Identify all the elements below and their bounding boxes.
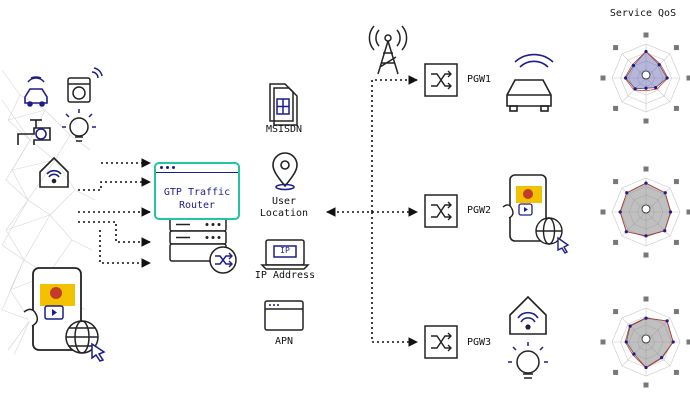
laptop-icon	[260, 239, 310, 270]
radar-point	[624, 76, 628, 80]
radar-point	[631, 63, 636, 68]
radar-axis-icon	[600, 209, 606, 215]
home-wifi-icon	[39, 156, 69, 188]
branch-arrows	[371, 75, 418, 347]
radar-point	[624, 340, 628, 344]
radar-point	[624, 230, 628, 234]
radar-axis-icon	[686, 209, 690, 215]
smartphone-video-icon	[502, 174, 547, 242]
ip-address-label: IP Address	[254, 270, 316, 281]
apn-label: APN	[274, 336, 294, 347]
radar-axis-icon	[643, 382, 649, 388]
radar-point	[618, 210, 622, 214]
radar-axis-icon	[613, 45, 619, 51]
radar-axis-icon	[600, 339, 606, 345]
shuffle-badge-icon	[209, 246, 237, 274]
radar-point	[644, 181, 648, 185]
pgw1-label: PGW1	[466, 74, 492, 85]
radar-point	[644, 49, 648, 54]
radar-axis-icon	[613, 105, 619, 111]
radar-axis-icon	[643, 166, 649, 172]
home-wifi-icon	[509, 295, 547, 335]
radar-point	[644, 234, 648, 238]
radar-chart-icon	[600, 166, 690, 258]
radar-point	[625, 191, 629, 195]
location-pin-icon	[272, 152, 298, 191]
radar-point	[632, 352, 636, 356]
radar-center-globe-icon	[641, 204, 651, 214]
radar-point	[644, 86, 648, 90]
sim-card-icon	[269, 83, 298, 126]
lightbulb-icon	[62, 109, 96, 142]
router-window-bar	[156, 164, 238, 173]
radar-point	[657, 63, 661, 67]
radar-axis-icon	[673, 105, 679, 111]
lightbulb-icon	[508, 342, 548, 379]
radar-axis-icon	[613, 239, 619, 245]
radar-point	[663, 191, 667, 195]
radar-axis-icon	[686, 75, 690, 81]
radar-point	[665, 319, 669, 323]
switch-icon	[424, 194, 458, 228]
radar-point	[668, 210, 673, 214]
radar-axis-icon	[673, 369, 679, 375]
radar-axis-icon	[643, 252, 649, 258]
inbound-arrows	[78, 158, 151, 268]
router-label: GTP Traffic Router	[163, 187, 231, 211]
user-location-label: User Location	[259, 196, 309, 219]
radar-axis-icon	[686, 339, 690, 345]
switch-icon	[424, 325, 458, 359]
msisdn-label: MSISDN	[265, 124, 303, 135]
service-qos-title: Service QoS	[609, 8, 677, 19]
radar-axis-icon	[600, 75, 606, 81]
radar-chart-icon	[600, 32, 690, 124]
radar-point	[644, 316, 648, 320]
radar-axis	[645, 77, 671, 103]
radar-axis-icon	[613, 179, 619, 185]
radar-axis-icon	[643, 296, 649, 302]
pgw2-label: PGW2	[466, 205, 492, 216]
washing-machine-icon	[67, 67, 103, 103]
radar-area	[625, 317, 674, 369]
faucet-icon	[17, 119, 51, 145]
car-wifi-icon	[24, 76, 48, 107]
gtp-traffic-router[interactable]: GTP Traffic Router	[154, 162, 240, 220]
radar-center-globe-icon	[641, 334, 651, 344]
radar-point	[633, 87, 637, 91]
browser-window-icon	[264, 300, 304, 331]
radar-point	[628, 324, 632, 328]
radar-axis-icon	[643, 32, 649, 38]
radar-area	[625, 50, 668, 90]
globe-icon	[65, 320, 106, 362]
radar-axis-icon	[673, 309, 679, 315]
radar-axis-icon	[643, 118, 649, 124]
radar-center-globe-icon	[641, 70, 651, 80]
cell-tower-icon	[368, 25, 408, 75]
pgw3-label: PGW3	[466, 337, 492, 348]
radar-axis-icon	[673, 45, 679, 51]
radar-threshold	[624, 50, 669, 92]
radar-point	[663, 229, 667, 233]
radar-point	[644, 365, 648, 370]
globe-icon	[535, 217, 570, 254]
radar-axis-icon	[673, 239, 679, 245]
radar-axis-icon	[673, 179, 679, 185]
radar-point	[660, 356, 664, 360]
radar-axis-icon	[613, 369, 619, 375]
ip-chip-label: IP	[280, 246, 290, 255]
radar-point	[654, 86, 658, 90]
switch-icon	[424, 63, 458, 97]
radar-axis-icon	[613, 309, 619, 315]
radar-chart-icon	[600, 296, 690, 388]
car-wifi-icon	[506, 53, 554, 112]
radar-point	[671, 340, 675, 344]
radar-point	[665, 76, 669, 80]
